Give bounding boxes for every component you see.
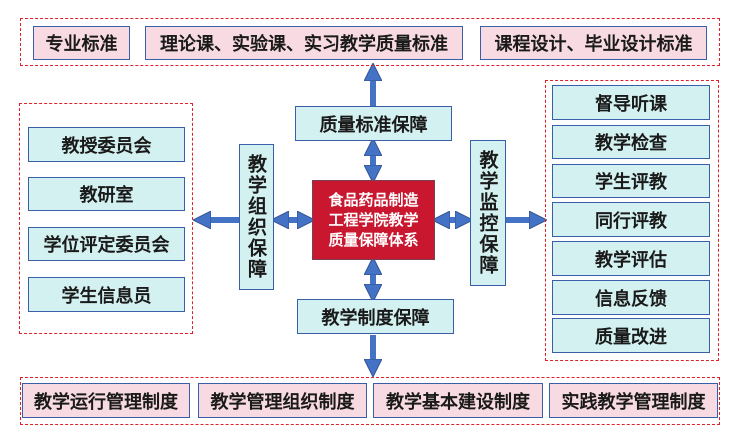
bottom-item-practice-system: 实践教学管理制度 <box>549 383 718 418</box>
left-item-student-informant: 学生信息员 <box>28 277 185 312</box>
right-group-container <box>545 80 719 361</box>
top-item-design-standard: 课程设计、毕业设计标准 <box>480 26 707 60</box>
bottom-item-construction-system: 教学基本建设制度 <box>373 383 543 418</box>
center-line-3: 质量保障体系 <box>328 231 419 249</box>
center-line-2: 工程学院教学 <box>328 211 419 229</box>
right-item-feedback: 信息反馈 <box>552 280 710 315</box>
pillar-teaching-system: 教学制度保障 <box>297 299 454 334</box>
top-group-container <box>20 18 720 66</box>
pillar-teaching-monitoring: 教学监控保障 <box>470 140 506 286</box>
center-quality-system: 食品药品制造 工程学院教学 质量保障体系 <box>312 180 435 260</box>
right-item-inspection: 教学检查 <box>552 125 710 159</box>
center-line-1: 食品药品制造 <box>328 191 419 209</box>
left-item-degree-committee: 学位评定委员会 <box>28 227 185 261</box>
pillar-teaching-organization: 教学组织保障 <box>239 144 274 290</box>
bottom-item-operation-system: 教学运行管理制度 <box>22 383 190 418</box>
left-item-professor-committee: 教授委员会 <box>28 127 185 162</box>
right-item-assessment: 教学评估 <box>552 241 710 276</box>
left-item-teaching-office: 教研室 <box>28 177 185 211</box>
top-item-major-standard: 专业标准 <box>33 26 130 60</box>
right-item-peer-evaluation: 同行评教 <box>552 202 710 237</box>
right-item-improvement: 质量改进 <box>552 318 710 353</box>
pillar-quality-standard: 质量标准保障 <box>295 106 452 141</box>
bottom-item-organization-system: 教学管理组织制度 <box>198 383 367 418</box>
right-item-student-evaluation: 学生评教 <box>552 164 710 198</box>
top-item-course-quality-standard: 理论课、实验课、实习教学质量标准 <box>145 26 463 60</box>
right-item-supervision: 督导听课 <box>552 85 710 120</box>
bottom-group-container <box>20 377 720 425</box>
left-group-container <box>19 103 193 334</box>
